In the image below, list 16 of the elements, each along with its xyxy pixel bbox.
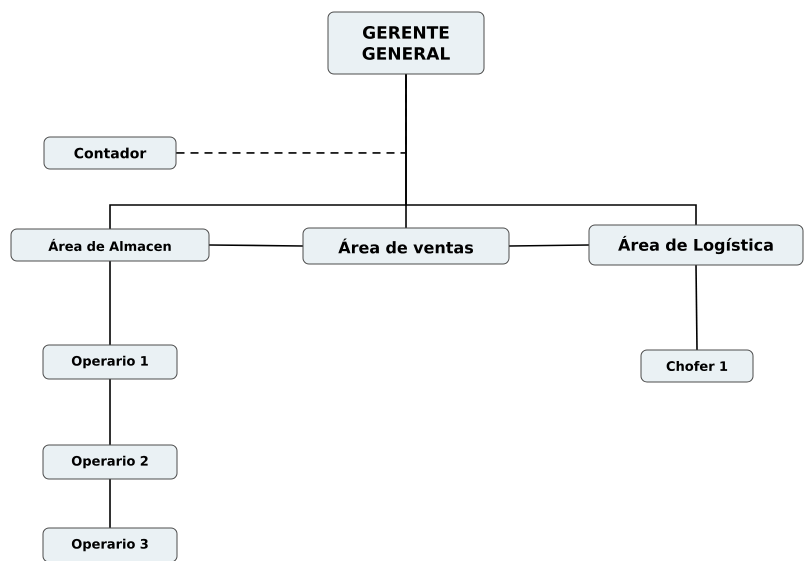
connector-line: [510, 244, 589, 247]
org-box: Chofer 1: [640, 350, 754, 382]
org-box: Área de ventas: [302, 228, 510, 264]
org-box: GERENTE GENERAL: [328, 12, 484, 74]
connector-line: [109, 261, 111, 344]
org-box: Operario 3: [42, 527, 178, 561]
org-box: Operario 1: [42, 344, 178, 380]
connector-line: [695, 265, 698, 350]
connector-line: [109, 379, 111, 444]
connector-line: [405, 74, 697, 224]
connector-line: [109, 479, 111, 528]
org-box: Contador: [44, 136, 176, 170]
org-box: Operario 2: [42, 444, 178, 480]
org-box: Área de Almacen: [10, 228, 210, 262]
connector-line: [210, 244, 303, 247]
org-box: Área de Logística: [588, 224, 804, 266]
